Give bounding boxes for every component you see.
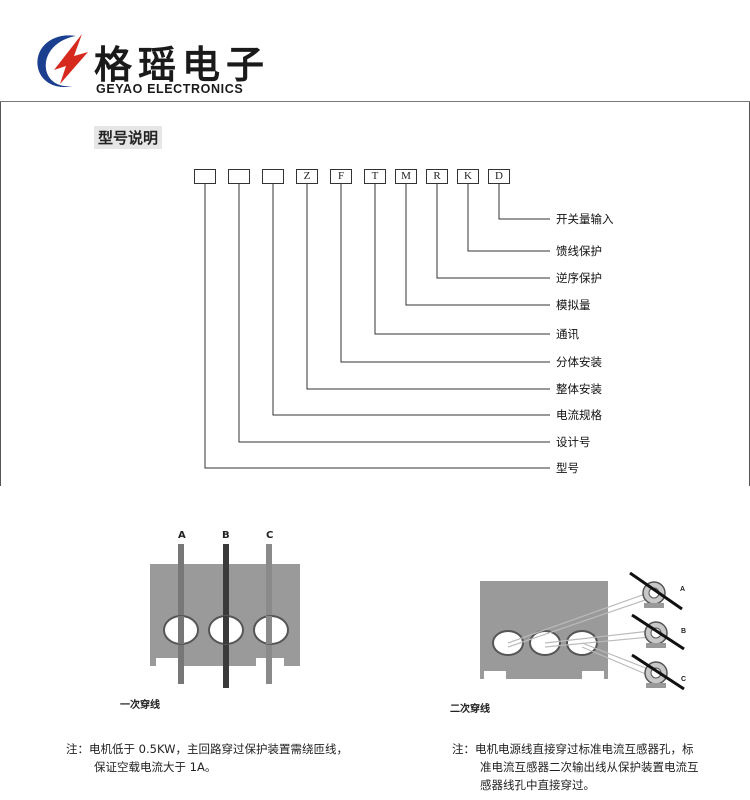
sec-phase-b: B <box>681 628 686 635</box>
sec-phase-c: C <box>681 676 686 683</box>
code-box-d: D <box>488 169 510 184</box>
ct-a <box>629 571 683 611</box>
sec-phase-a: A <box>680 586 685 593</box>
label-communication: 通讯 <box>556 327 579 341</box>
brand-name-cn: 格瑶电子 <box>94 43 271 87</box>
phase-label-b: B <box>222 530 230 541</box>
code-box-t: T <box>364 169 386 184</box>
label-switch-input: 开关量输入 <box>556 212 614 226</box>
secondary-note: 注：电机电源线直接穿过标准电流互感器孔，标 准电流互感器二次输出线从保护装置电流… <box>452 740 742 794</box>
primary-note: 注：电机低于 0.5KW，主回路穿过保护装置需绕匝线， 保证空载电流大于 1A。 <box>66 740 396 776</box>
secondary-wiring-illustration: A B C <box>470 565 700 695</box>
primary-note-line-1: 注：电机低于 0.5KW，主回路穿过保护装置需绕匝线， <box>66 742 348 756</box>
primary-note-line-2: 保证空载电流大于 1A。 <box>94 760 217 774</box>
code-box-r: R <box>426 169 448 184</box>
phase-label-c: C <box>266 530 274 541</box>
label-model: 型号 <box>556 461 579 475</box>
secondary-note-line-1: 注：电机电源线直接穿过标准电流互感器孔，标 <box>452 742 694 756</box>
label-reverse-protection: 逆序保护 <box>556 271 602 285</box>
code-box-1 <box>194 169 216 184</box>
label-current-spec: 电流规格 <box>556 408 602 422</box>
code-box-z: Z <box>296 169 318 184</box>
code-box-f: F <box>330 169 352 184</box>
ct-b <box>631 613 685 651</box>
frame-left-border <box>0 102 1 486</box>
wire-a <box>178 544 184 684</box>
label-split-install: 分体安装 <box>556 355 602 369</box>
secondary-wiring-caption: 二次穿线 <box>450 704 490 715</box>
geyao-logo-icon <box>37 34 88 88</box>
code-box-k: K <box>457 169 479 184</box>
ct-c <box>631 653 685 691</box>
brand-name-en: GEYAO ELECTRONICS <box>96 82 244 96</box>
label-analog: 模拟量 <box>556 298 591 312</box>
logo <box>32 30 92 92</box>
primary-wiring-illustration: A B C <box>120 520 320 690</box>
label-feeder-protection: 馈线保护 <box>556 244 602 258</box>
label-design-number: 设计号 <box>556 435 591 449</box>
secondary-note-line-3: 感器线孔中直接穿过。 <box>480 778 595 792</box>
connector-lines <box>204 184 550 469</box>
code-box-2 <box>228 169 250 184</box>
section-title: 型号说明 <box>94 126 163 149</box>
wire-c <box>266 544 272 684</box>
primary-wiring-caption: 一次穿线 <box>120 700 160 711</box>
phase-label-a: A <box>178 530 186 541</box>
code-box-3 <box>262 169 284 184</box>
secondary-note-line-2: 准电流互感器二次输出线从保护装置电流互 <box>480 760 699 774</box>
label-integral-install: 整体安装 <box>556 382 602 396</box>
code-box-m: M <box>395 169 417 184</box>
